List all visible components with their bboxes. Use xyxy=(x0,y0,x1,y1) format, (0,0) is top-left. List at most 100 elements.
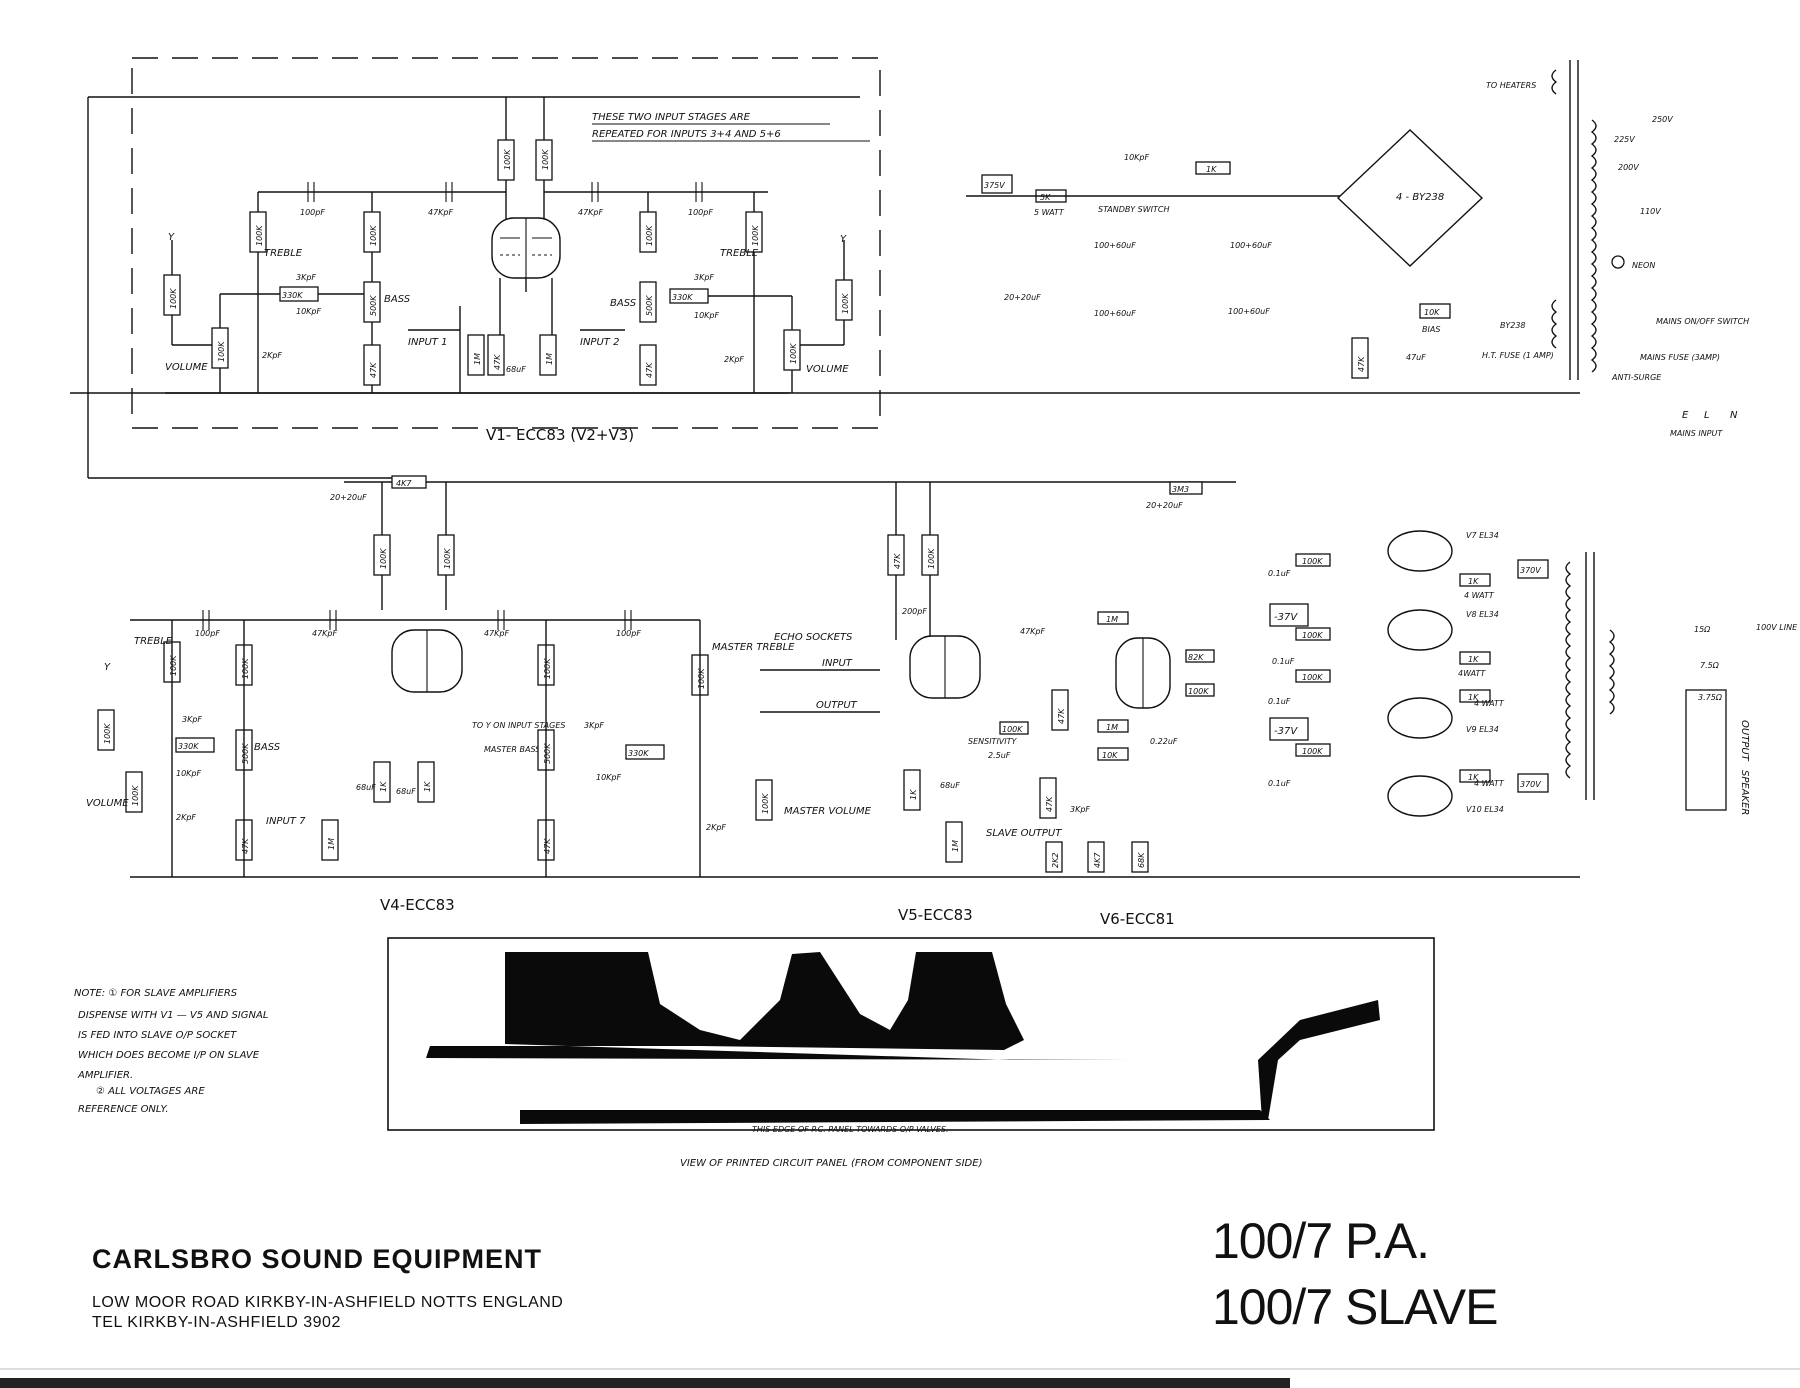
svg-text:330K: 330K xyxy=(628,749,649,758)
v1r-bass-label: BASS xyxy=(610,298,637,309)
svg-text:330K: 330K xyxy=(178,742,199,751)
svg-text:1K: 1K xyxy=(1468,577,1479,586)
v9-label: V9 EL34 xyxy=(1466,725,1499,734)
v5-tube-label: V5-ECC83 xyxy=(898,906,973,924)
svg-text:3KpF: 3KpF xyxy=(182,715,202,724)
page-edge xyxy=(0,1368,1800,1370)
pcb-view: THIS EDGE OF P.C. PANEL TOWARDS O/P VALV… xyxy=(387,937,1435,1169)
svg-text:100K: 100K xyxy=(1302,673,1323,682)
svg-text:1M: 1M xyxy=(1106,615,1118,624)
svg-text:100K: 100K xyxy=(761,793,770,814)
svg-text:100K: 100K xyxy=(443,548,452,569)
svg-text:4K7: 4K7 xyxy=(396,479,412,488)
svg-text:20+20uF: 20+20uF xyxy=(1146,501,1183,510)
bias-voltage-2: -37V xyxy=(1274,726,1298,737)
svg-text:100K: 100K xyxy=(1302,631,1323,640)
svg-text:3KpF: 3KpF xyxy=(584,721,604,730)
tap-200v: 200V xyxy=(1618,163,1639,172)
svg-text:68uF: 68uF xyxy=(506,365,526,374)
svg-text:100pF: 100pF xyxy=(616,629,641,638)
svg-text:2K2: 2K2 xyxy=(1051,853,1060,868)
mains-l: L xyxy=(1704,410,1710,421)
v8-label: V8 EL34 xyxy=(1466,610,1499,619)
svg-text:100K: 100K xyxy=(103,723,112,744)
svg-text:68uF: 68uF xyxy=(940,781,960,790)
company-telephone: TEL KIRKBY-IN-ASHFIELD 3902 xyxy=(92,1314,341,1331)
svg-text:82K: 82K xyxy=(1188,653,1204,662)
svg-text:0.22uF: 0.22uF xyxy=(1150,737,1178,746)
svg-text:4 WATT: 4 WATT xyxy=(1474,699,1505,708)
svg-text:100K: 100K xyxy=(1002,725,1023,734)
svg-text:330K: 330K xyxy=(282,291,303,300)
svg-text:10KpF: 10KpF xyxy=(596,773,622,782)
svg-text:10KpF: 10KpF xyxy=(1124,153,1150,162)
svg-text:1M: 1M xyxy=(951,840,960,852)
v1-bass-label: BASS xyxy=(384,294,411,305)
svg-text:100+60uF: 100+60uF xyxy=(1228,307,1270,316)
v1-volume-label: VOLUME xyxy=(165,362,208,373)
to-y-label: TO Y ON INPUT STAGES xyxy=(472,721,565,730)
ht-370-bottom: 370V xyxy=(1520,780,1541,789)
svg-text:100K: 100K xyxy=(379,548,388,569)
v4-stage: 4K7 20+20uF 100K 100K 100pF 47KpF 47KpF … xyxy=(86,475,1580,914)
svg-text:47K: 47K xyxy=(1057,708,1066,724)
svg-text:500K: 500K xyxy=(645,295,654,316)
header-note-line2: REPEATED FOR INPUTS 3+4 AND 5+6 xyxy=(592,129,781,140)
svg-text:2KpF: 2KpF xyxy=(262,351,282,360)
pcb-caption: VIEW OF PRINTED CIRCUIT PANEL (FROM COMP… xyxy=(680,1158,982,1169)
svg-text:47KpF: 47KpF xyxy=(428,208,454,217)
svg-text:1K: 1K xyxy=(1468,693,1479,702)
svg-text:100K: 100K xyxy=(645,225,654,246)
svg-text:10KpF: 10KpF xyxy=(296,307,322,316)
svg-text:100K: 100K xyxy=(169,288,178,309)
input-stage-box xyxy=(131,57,881,429)
svg-text:47KpF: 47KpF xyxy=(312,629,338,638)
svg-text:200pF: 200pF xyxy=(902,607,927,616)
svg-text:47uF: 47uF xyxy=(1406,353,1426,362)
svg-text:100+60uF: 100+60uF xyxy=(1094,241,1136,250)
svg-text:4 WATT: 4 WATT xyxy=(1474,779,1505,788)
v4-volume-label: VOLUME xyxy=(86,798,129,809)
svg-text:Y: Y xyxy=(168,232,175,243)
mains-switch-label: MAINS ON/OFF SWITCH xyxy=(1656,317,1749,326)
svg-text:47K: 47K xyxy=(1045,796,1054,812)
svg-text:47KpF: 47KpF xyxy=(578,208,604,217)
svg-text:20+20uF: 20+20uF xyxy=(330,493,367,502)
svg-text:2KpF: 2KpF xyxy=(176,813,196,822)
anti-surge-label: ANTI-SURGE xyxy=(1611,373,1662,382)
neon-label: NEON xyxy=(1632,261,1655,270)
v6-tube-label: V6-ECC81 xyxy=(1100,910,1175,928)
100v-line-label: 100V LINE xyxy=(1756,623,1798,632)
model-slave: 100/7 SLAVE xyxy=(1212,1279,1499,1335)
input1-label: INPUT 1 xyxy=(408,337,447,348)
by238-label: BY238 xyxy=(1500,321,1526,330)
svg-text:1M: 1M xyxy=(1106,723,1118,732)
svg-text:1M: 1M xyxy=(473,353,482,365)
svg-text:100K: 100K xyxy=(169,655,178,676)
v1-treble-label: TREBLE xyxy=(264,248,303,259)
svg-text:68uF: 68uF xyxy=(356,783,376,792)
svg-text:100K: 100K xyxy=(369,225,378,246)
bias-voltage-1: -37V xyxy=(1274,612,1298,623)
svg-text:2KpF: 2KpF xyxy=(706,823,726,832)
svg-text:5 WATT: 5 WATT xyxy=(1034,208,1065,217)
pcb-edge-note: THIS EDGE OF P.C. PANEL TOWARDS O/P VALV… xyxy=(752,1125,949,1134)
master-treble-label: MASTER TREBLE xyxy=(712,642,795,653)
mains-n: N xyxy=(1730,410,1738,421)
svg-text:10KpF: 10KpF xyxy=(176,769,202,778)
svg-text:3KpF: 3KpF xyxy=(1070,805,1090,814)
svg-text:100K: 100K xyxy=(503,149,512,170)
svg-text:100K: 100K xyxy=(131,785,140,806)
svg-text:500K: 500K xyxy=(543,743,552,764)
svg-text:3KpF: 3KpF xyxy=(694,273,714,282)
bias-label: BIAS xyxy=(1422,325,1440,334)
v1-tube-label: V1- ECC83 (V2+V3) xyxy=(486,426,634,444)
svg-text:47K: 47K xyxy=(893,553,902,569)
company-address: LOW MOOR ROAD KIRKBY-IN-ASHFIELD NOTTS E… xyxy=(92,1294,564,1311)
svg-text:DISPENSE WITH V1 — V5 AND SIGN: DISPENSE WITH V1 — V5 AND SIGNAL xyxy=(78,1010,268,1021)
svg-text:100+60uF: 100+60uF xyxy=(1230,241,1272,250)
svg-text:1K: 1K xyxy=(423,781,432,792)
output-tap-3-75: 3.75Ω xyxy=(1698,693,1723,702)
svg-text:100K: 100K xyxy=(841,293,850,314)
header-note-line1: THESE TWO INPUT STAGES ARE xyxy=(592,112,751,123)
